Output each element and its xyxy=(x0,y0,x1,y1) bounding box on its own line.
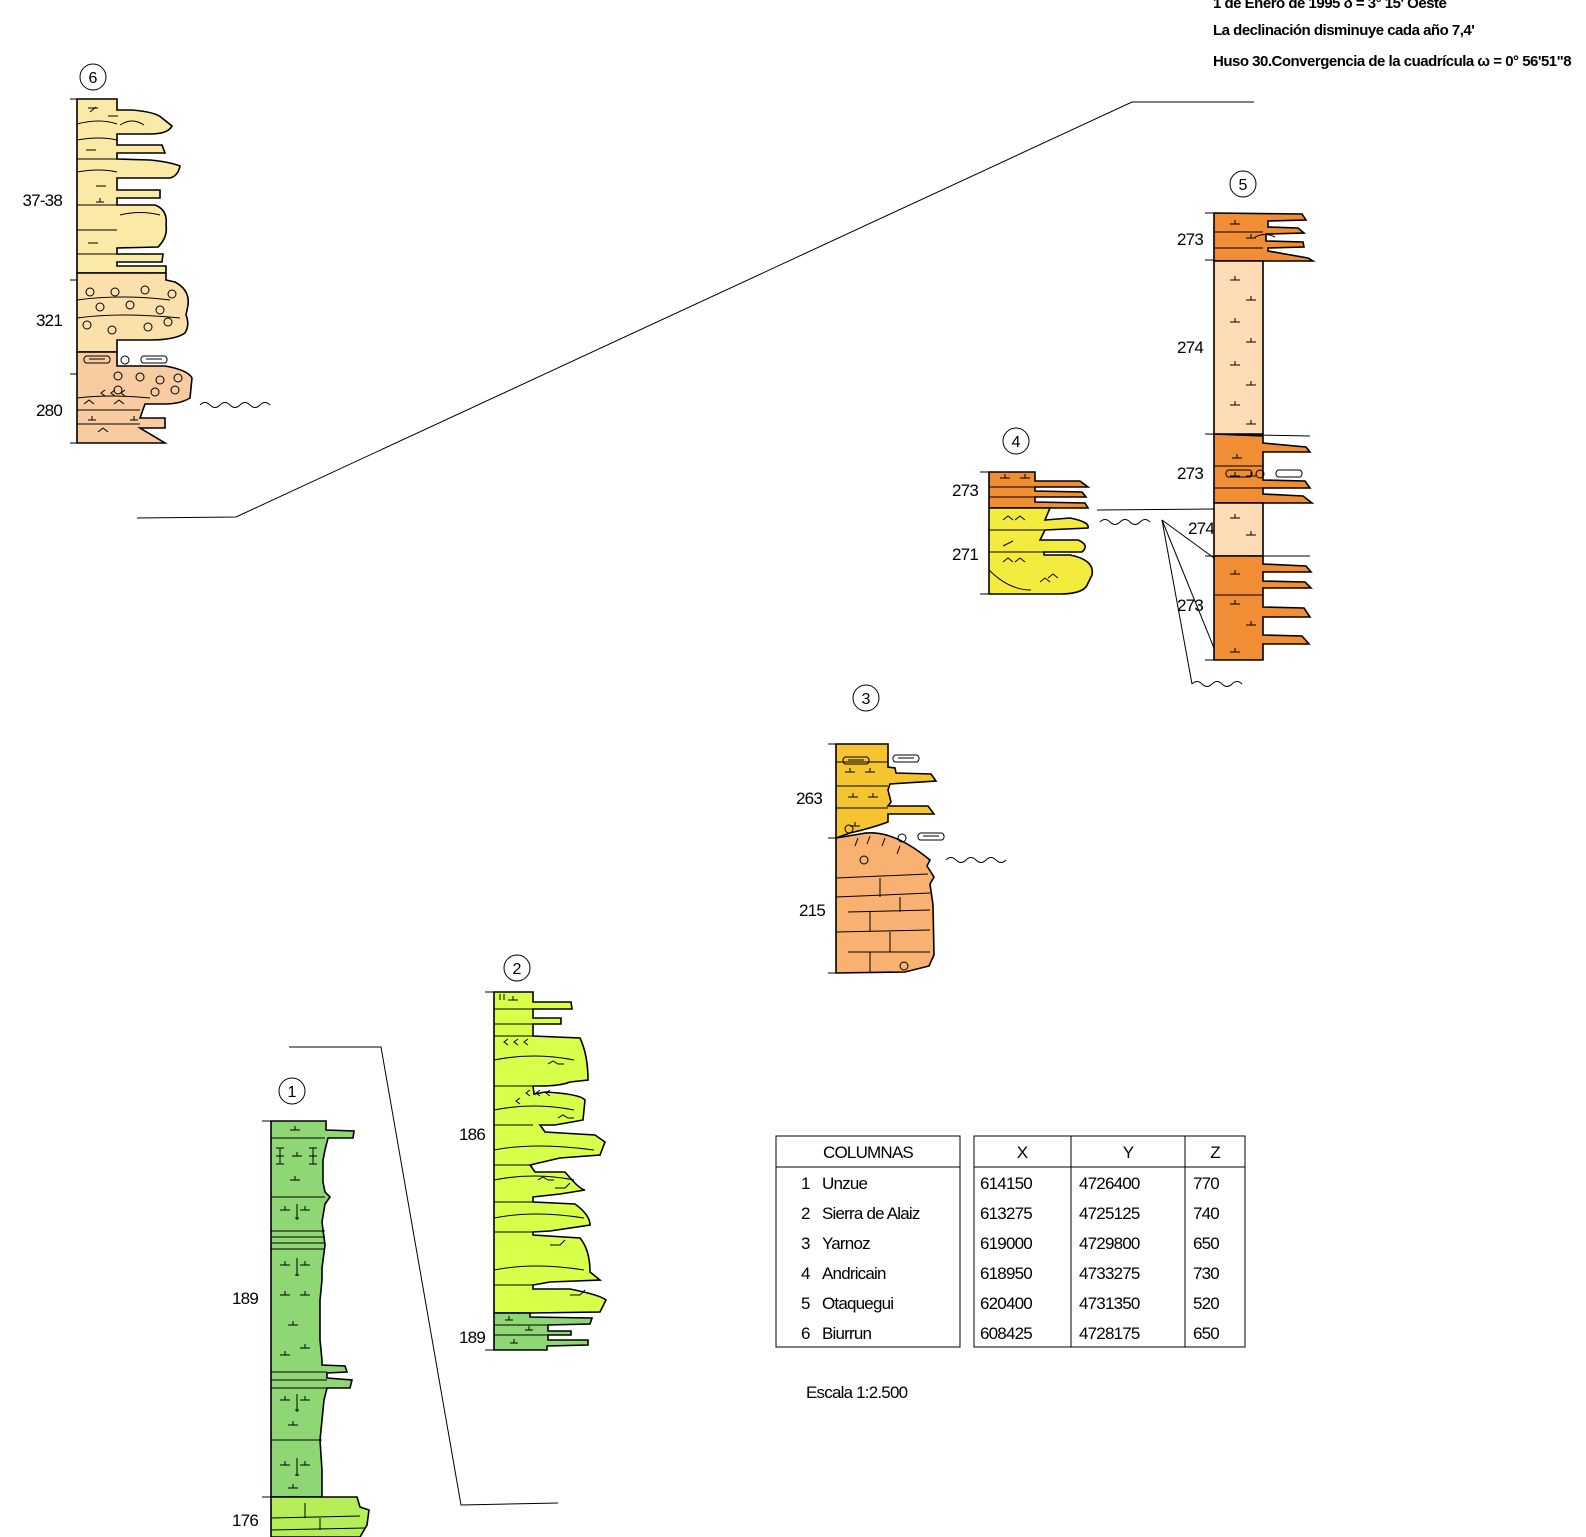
table-row: 1 Unzue 614150 4726400 770 xyxy=(801,1174,1220,1193)
row-z: 650 xyxy=(1193,1234,1219,1253)
row-number: 1 xyxy=(801,1174,810,1193)
column-3: 3 263 215 xyxy=(796,684,1007,974)
column-5-number-circle xyxy=(1229,170,1257,198)
row-y: 4733275 xyxy=(1079,1264,1140,1283)
column-5-unit-e: 273 xyxy=(1177,596,1203,615)
correlation-line-1-2 xyxy=(289,1046,559,1506)
column-5-unit-c: 273 xyxy=(1177,464,1203,483)
row-z: 520 xyxy=(1193,1294,1219,1313)
column-5-unit-b: 274 xyxy=(1177,338,1203,357)
fault-line-a xyxy=(1161,519,1193,685)
column-3-unit-a: 263 xyxy=(796,789,822,808)
unconformity-5 xyxy=(1191,681,1243,687)
row-name: Andricain xyxy=(822,1264,886,1283)
column-6-unit-c: 280 xyxy=(36,401,62,420)
row-x: 608425 xyxy=(980,1324,1032,1343)
unconformity-6 xyxy=(199,402,271,408)
row-number: 5 xyxy=(801,1294,810,1313)
row-number: 4 xyxy=(801,1264,810,1283)
unconformity-4 xyxy=(1099,519,1151,525)
column-5-number: 5 xyxy=(1239,177,1248,194)
row-name: Yarnoz xyxy=(822,1234,870,1253)
column-2-number-circle xyxy=(503,954,531,982)
table-header-z: Z xyxy=(1210,1143,1220,1162)
column-5-unit-d: 274 xyxy=(1188,519,1214,538)
row-y: 4729800 xyxy=(1079,1234,1140,1253)
row-x: 618950 xyxy=(980,1264,1032,1283)
column-4-unit-a: 273 xyxy=(952,481,978,500)
row-number: 2 xyxy=(801,1204,810,1223)
row-y: 4728175 xyxy=(1079,1324,1140,1343)
column-6: 6 xyxy=(23,63,271,444)
column-4-number: 4 xyxy=(1012,434,1021,451)
row-name: Biurrun xyxy=(822,1324,872,1343)
row-number: 6 xyxy=(801,1324,810,1343)
row-y: 4731350 xyxy=(1079,1294,1140,1313)
column-1-number-circle xyxy=(278,1077,306,1105)
columns-table: COLUMNAS X Y Z 1 Unzue 614150 4726400 77… xyxy=(775,1135,1246,1348)
row-name: Sierra de Alaiz xyxy=(822,1204,920,1223)
row-z: 740 xyxy=(1193,1204,1219,1223)
column-6-number-circle xyxy=(79,63,107,91)
column-5: 5 273 274 273 274 273 xyxy=(1177,170,1316,687)
header-line-3: Huso 30.Convergencia de la cuadrícula ω … xyxy=(1213,53,1571,70)
column-4-number-circle xyxy=(1002,427,1030,455)
table-header-x: X xyxy=(1017,1143,1028,1162)
row-number: 3 xyxy=(801,1234,810,1253)
column-6-number: 6 xyxy=(89,70,98,87)
correlation-line-6-5 xyxy=(136,101,1254,519)
row-y: 4725125 xyxy=(1079,1204,1140,1223)
table-header-columnas: COLUMNAS xyxy=(823,1143,913,1162)
table-header-y: Y xyxy=(1123,1143,1134,1162)
column-1-number: 1 xyxy=(288,1084,297,1101)
scale-label: Escala 1:2.500 xyxy=(806,1383,908,1402)
table-row: 2 Sierra de Alaiz 613275 4725125 740 xyxy=(801,1204,1220,1223)
correlation-line-4-5 xyxy=(1096,508,1215,511)
row-z: 730 xyxy=(1193,1264,1219,1283)
row-name: Otaquegui xyxy=(822,1294,893,1313)
row-x: 614150 xyxy=(980,1174,1032,1193)
header-line-2: La declinación disminuye cada año 7,4' xyxy=(1213,22,1474,39)
table-row: 6 Biurrun 608425 4728175 650 xyxy=(801,1324,1220,1343)
column-3-unit-b: 215 xyxy=(799,901,825,920)
column-4: 4 273 271 xyxy=(952,427,1151,595)
row-name: Unzue xyxy=(822,1174,867,1193)
row-y: 4726400 xyxy=(1079,1174,1140,1193)
row-x: 613275 xyxy=(980,1204,1032,1223)
column-4-unit-b: 271 xyxy=(952,545,978,564)
column-1: 1 189 176 xyxy=(232,1077,370,1537)
column-3-number-circle xyxy=(852,684,880,712)
column-3-number: 3 xyxy=(862,691,871,708)
fault-line-b xyxy=(1161,519,1215,649)
fault-line-c xyxy=(1161,519,1215,559)
column-1-unit-a: 189 xyxy=(232,1289,258,1308)
table-row: 5 Otaquegui 620400 4731350 520 xyxy=(801,1294,1220,1313)
row-z: 770 xyxy=(1193,1174,1219,1193)
table-left-frame xyxy=(775,1135,961,1348)
column-5-unit-a: 273 xyxy=(1177,230,1203,249)
table-row: 4 Andricain 618950 4733275 730 xyxy=(801,1264,1220,1283)
column-2-unit-a: 186 xyxy=(459,1125,485,1144)
column-6-unit-b: 321 xyxy=(36,311,62,330)
column-2: 2 186 189 xyxy=(459,954,607,1351)
row-x: 619000 xyxy=(980,1234,1032,1253)
header-line-1: 1 de Enero de 1995 δ = 3° 15' Oeste xyxy=(1213,0,1447,12)
column-1-unit-b: 176 xyxy=(232,1511,258,1530)
row-z: 650 xyxy=(1193,1324,1219,1343)
table-row: 3 Yarnoz 619000 4729800 650 xyxy=(801,1234,1220,1253)
column-6-unit-a: 37-38 xyxy=(23,191,63,210)
unconformity-3 xyxy=(945,857,1007,863)
table-right-frame xyxy=(973,1135,1246,1348)
column-2-number: 2 xyxy=(513,961,522,978)
row-x: 620400 xyxy=(980,1294,1032,1313)
column-2-unit-b: 189 xyxy=(459,1328,485,1347)
